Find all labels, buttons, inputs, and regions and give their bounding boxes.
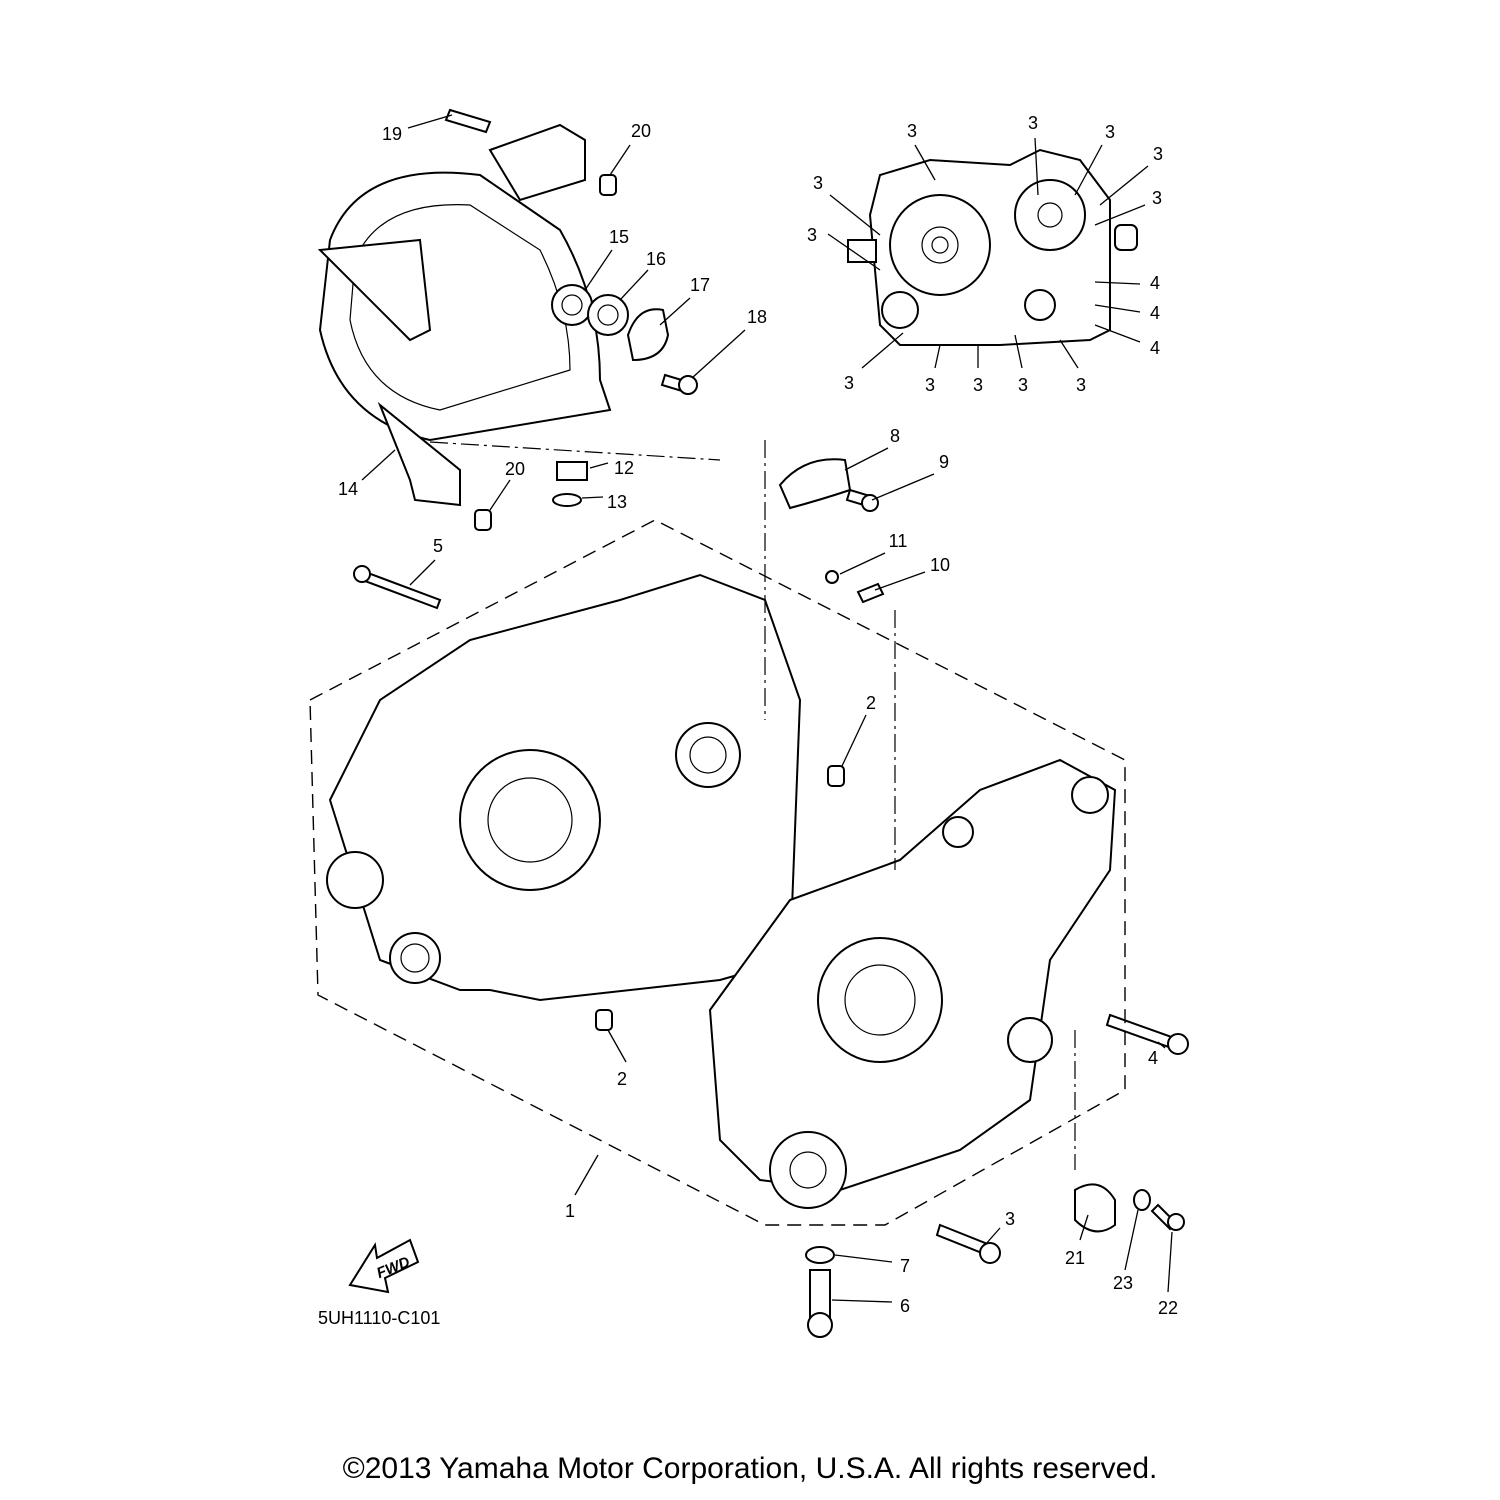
fwd-arrow: FWD: [348, 1238, 420, 1294]
callout: 2: [866, 693, 876, 713]
callout: 16: [646, 249, 666, 269]
inset-callout: 4: [1150, 273, 1160, 293]
callout: 20: [505, 459, 525, 479]
inset-callout: 3: [844, 373, 854, 393]
inset-callout: 3: [1152, 188, 1162, 208]
damper-21: [1074, 1183, 1116, 1233]
washer-7: [805, 1246, 835, 1264]
inset-callout: 3: [813, 173, 823, 193]
dowel-pin-20b: [474, 509, 492, 531]
crankcase-left[interactable]: [326, 573, 802, 1002]
plate-10: [856, 582, 885, 604]
callout: 17: [690, 275, 710, 295]
callout: 21: [1065, 1248, 1085, 1268]
bearing-15: [551, 284, 593, 326]
inset-callout: 4: [1150, 338, 1160, 358]
callout: 22: [1158, 1298, 1178, 1318]
washer-23: [1133, 1189, 1151, 1211]
inset-callout: 4: [1150, 303, 1160, 323]
crankcase-right[interactable]: [708, 758, 1117, 1209]
callout: 4: [1148, 1048, 1158, 1068]
callout: 14: [338, 479, 358, 499]
callout: 1: [565, 1201, 575, 1221]
inset-callout: 3: [1018, 375, 1028, 395]
callout: 9: [939, 452, 949, 472]
callout: 12: [614, 458, 634, 478]
callout: 6: [900, 1296, 910, 1316]
crankcase-cover[interactable]: [317, 123, 612, 507]
bolt-19: [444, 108, 492, 134]
callout: 11: [889, 531, 908, 551]
inset-crankcase-view: [847, 148, 1138, 346]
dowel-pin-20: [599, 174, 617, 196]
callout: 8: [890, 426, 900, 446]
inset-callout: 3: [807, 225, 817, 245]
copyright-notice: ©2013 Yamaha Motor Corporation, U.S.A. A…: [342, 1452, 1158, 1485]
leader-lines: [361, 114, 1173, 1303]
callout: 23: [1113, 1273, 1133, 1293]
inset-callout: 3: [1105, 122, 1115, 142]
inset-callout: 3: [1076, 375, 1086, 395]
callout: 18: [747, 307, 767, 327]
callout: 5: [433, 536, 443, 556]
callout: 13: [607, 492, 627, 512]
callout: 20: [631, 121, 651, 141]
diagram-code: 5UH1110-C101: [318, 1308, 441, 1328]
callout: 19: [382, 124, 402, 144]
inset-callout: 3: [1028, 113, 1038, 133]
dowel-pin-2a: [827, 765, 845, 787]
bearing-cap-8: [778, 458, 852, 510]
callout: 7: [900, 1256, 910, 1276]
callout: 15: [609, 227, 629, 247]
inset-callout: 3: [907, 121, 917, 141]
callout: 3: [1005, 1209, 1015, 1229]
plug-12: [556, 461, 588, 481]
callout: 2: [617, 1069, 627, 1089]
dowel-pin-2b: [595, 1009, 613, 1031]
callout-labels: 19 20 15 16 17 18 14 20 12 13 8 9 11 10 …: [338, 113, 1178, 1318]
assembly-outline: [309, 440, 1126, 1226]
inset-callout: 3: [973, 375, 983, 395]
screw-11: [825, 570, 839, 584]
plate-17: [626, 308, 670, 362]
callout: 10: [930, 555, 950, 575]
oil-seal-16: [587, 294, 629, 336]
inset-callout: 3: [1153, 144, 1163, 164]
gasket-13: [552, 493, 582, 507]
inset-callout: 3: [925, 375, 935, 395]
